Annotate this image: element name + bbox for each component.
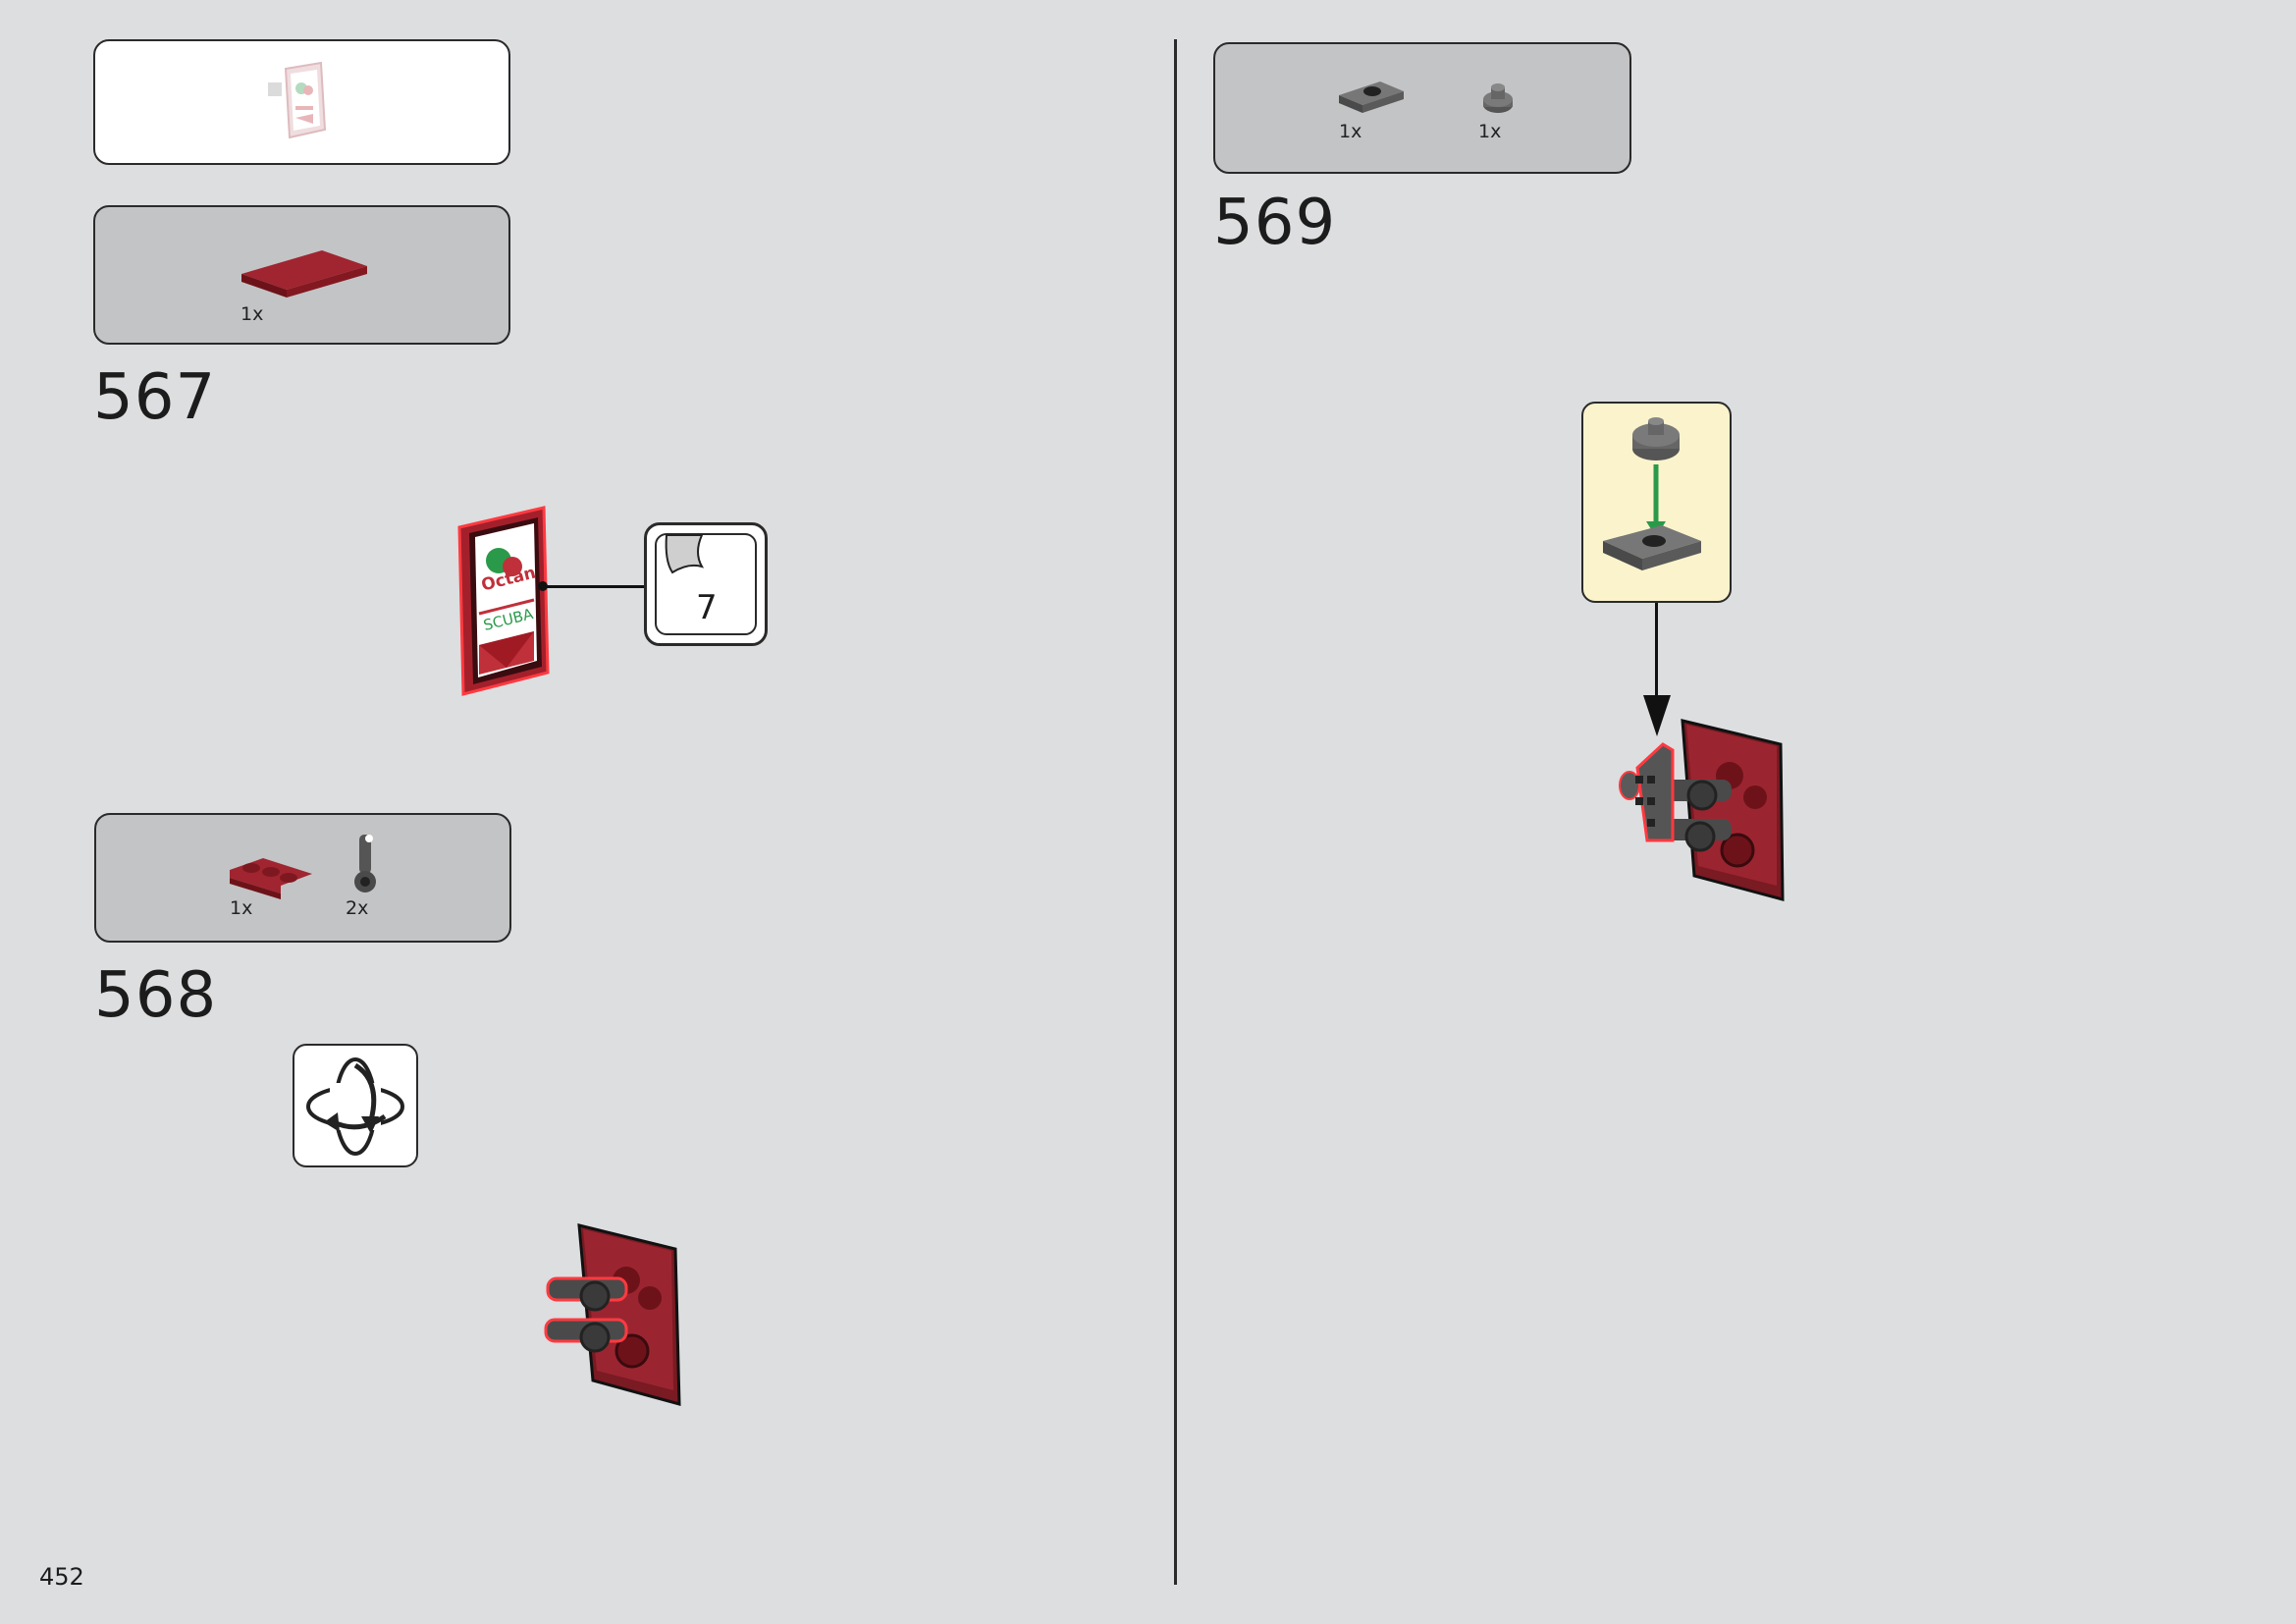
part-quantity: 1x [1339,121,1362,142]
preview-box [93,39,510,165]
grey-bar-holder-clip-icon [354,835,376,893]
sticker-number: 7 [696,588,718,627]
faded-sign-assembly-icon [268,61,327,139]
part-quantity: 2x [346,897,369,919]
sticker-callout: 7 [644,522,768,646]
step-569-parts-box: 1x 1x [1213,42,1631,174]
grey-round-plate-icon [1483,83,1513,113]
dark-red-tile-icon [241,250,367,298]
sticker-callout-line [542,585,648,588]
placement-arrow-head [1643,695,1671,736]
sticker-peel-icon [665,534,705,574]
step-567-parts-box: 1x [93,205,510,345]
step-569-assembly [1619,719,1785,901]
step-number: 569 [1213,187,1337,259]
subassembly-icon [1603,417,1701,570]
sticker-inner: 7 [655,533,757,635]
sticker-callout-dot [538,581,548,591]
part-quantity: 1x [240,303,264,325]
rotate-model-icon-panel [293,1044,418,1167]
step-568-parts-box: 1x 2x [94,813,511,943]
octan-sign-assembly [457,506,550,696]
step-number: 568 [94,959,218,1032]
page-number: 452 [39,1563,84,1591]
part-quantity: 1x [230,897,253,919]
rotate-model-icon [306,1057,404,1156]
grey-plate-with-stud-icon [1339,81,1404,113]
subassembly-callout [1581,402,1732,603]
step-number: 567 [93,361,217,434]
dark-red-corner-plate-icon [230,858,312,899]
step-568-assembly [544,1223,681,1406]
placement-arrow-line [1655,603,1658,701]
part-quantity: 1x [1478,121,1502,142]
column-divider [1174,39,1177,1585]
